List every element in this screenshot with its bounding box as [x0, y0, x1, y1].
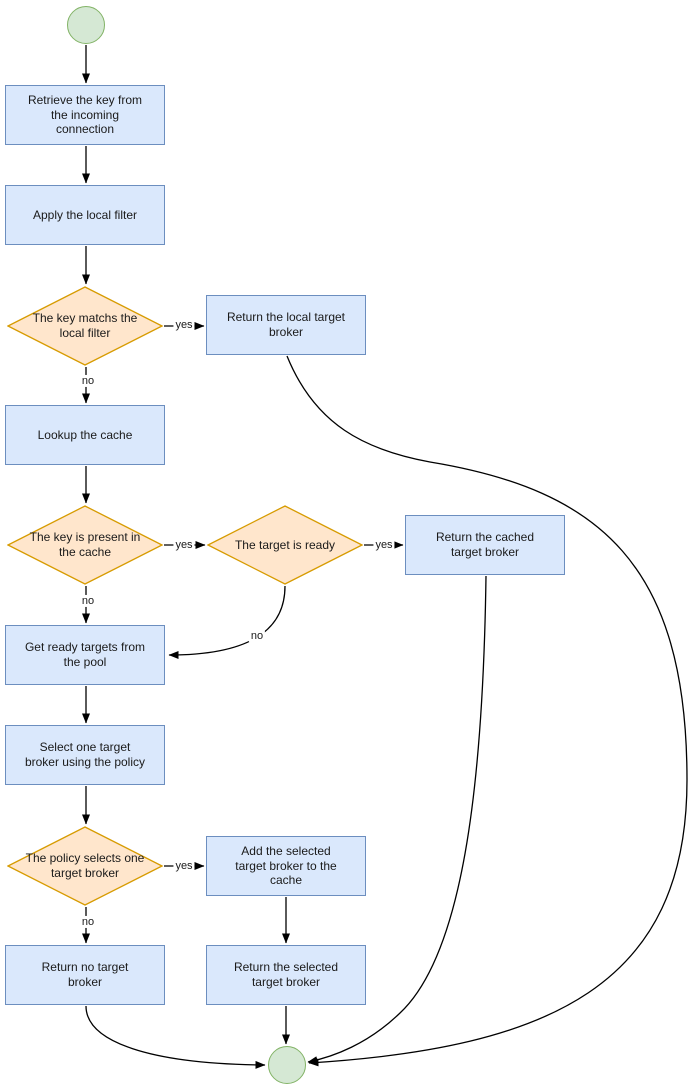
edge-return-no-broker-to-end [85, 1005, 266, 1069]
process-apply-filter-label: Apply the local filter [32, 207, 138, 222]
edge-label-key-matches-no: no [79, 374, 97, 388]
process-return-selected-broker-label: Return the selected target broker [233, 960, 339, 989]
edge-label-key-in-cache-yes: yes [173, 538, 195, 552]
decision-key-in-cache-label: The key is present in the cache [29, 530, 141, 559]
start-node [67, 6, 105, 44]
decision-policy-selects-one-label: The policy selects one target broker [25, 851, 145, 880]
decision-policy-selects-one: The policy selects one target broker [7, 826, 163, 906]
process-retrieve-key-label: Retrieve the key from the incoming conne… [27, 93, 143, 137]
process-add-to-cache: Add the selected target broker to the ca… [206, 836, 366, 896]
process-lookup-cache: Lookup the cache [5, 405, 165, 465]
process-return-no-broker-label: Return no target broker [41, 960, 129, 989]
decision-key-matches-filter: The key matchs the local filter [7, 286, 163, 366]
end-node [268, 1046, 306, 1084]
process-return-cached-broker-label: Return the cached target broker [435, 530, 535, 559]
process-return-cached-broker: Return the cached target broker [405, 515, 565, 575]
diamond-shape-icon [7, 286, 163, 366]
edge-label-key-matches-yes: yes [173, 318, 195, 332]
process-return-local-broker: Return the local target broker [206, 295, 366, 355]
process-get-ready-targets: Get ready targets from the pool [5, 625, 165, 685]
process-retrieve-key: Retrieve the key from the incoming conne… [5, 85, 165, 145]
process-lookup-cache-label: Lookup the cache [37, 427, 133, 442]
process-add-to-cache-label: Add the selected target broker to the ca… [235, 844, 337, 888]
process-get-ready-targets-label: Get ready targets from the pool [24, 640, 146, 669]
process-return-selected-broker: Return the selected target broker [206, 945, 366, 1005]
decision-key-matches-filter-label: The key matchs the local filter [32, 311, 138, 340]
process-return-local-broker-label: Return the local target broker [226, 310, 346, 339]
edge-return-local-to-end [286, 355, 688, 1067]
edge-label-target-ready-yes: yes [373, 538, 395, 552]
edge-target-ready-no-to-get-ready-targets [168, 585, 286, 659]
edge-label-target-ready-no: no [248, 629, 266, 643]
process-apply-filter: Apply the local filter [5, 185, 165, 245]
edge-label-policy-selects-no: no [79, 915, 97, 929]
decision-key-in-cache: The key is present in the cache [7, 505, 163, 585]
edge-label-policy-selects-yes: yes [173, 859, 195, 873]
process-select-target-broker: Select one target broker using the polic… [5, 725, 165, 785]
decision-target-ready-label: The target is ready [234, 537, 336, 552]
diamond-shape-icon [7, 826, 163, 906]
process-select-target-broker-label: Select one target broker using the polic… [24, 740, 146, 769]
edge-label-key-in-cache-no: no [79, 594, 97, 608]
decision-target-ready: The target is ready [207, 505, 363, 585]
edge-return-cached-to-end [307, 575, 487, 1065]
diamond-shape-icon [207, 505, 363, 585]
diamond-shape-icon [7, 505, 163, 585]
process-return-no-broker: Return no target broker [5, 945, 165, 1005]
